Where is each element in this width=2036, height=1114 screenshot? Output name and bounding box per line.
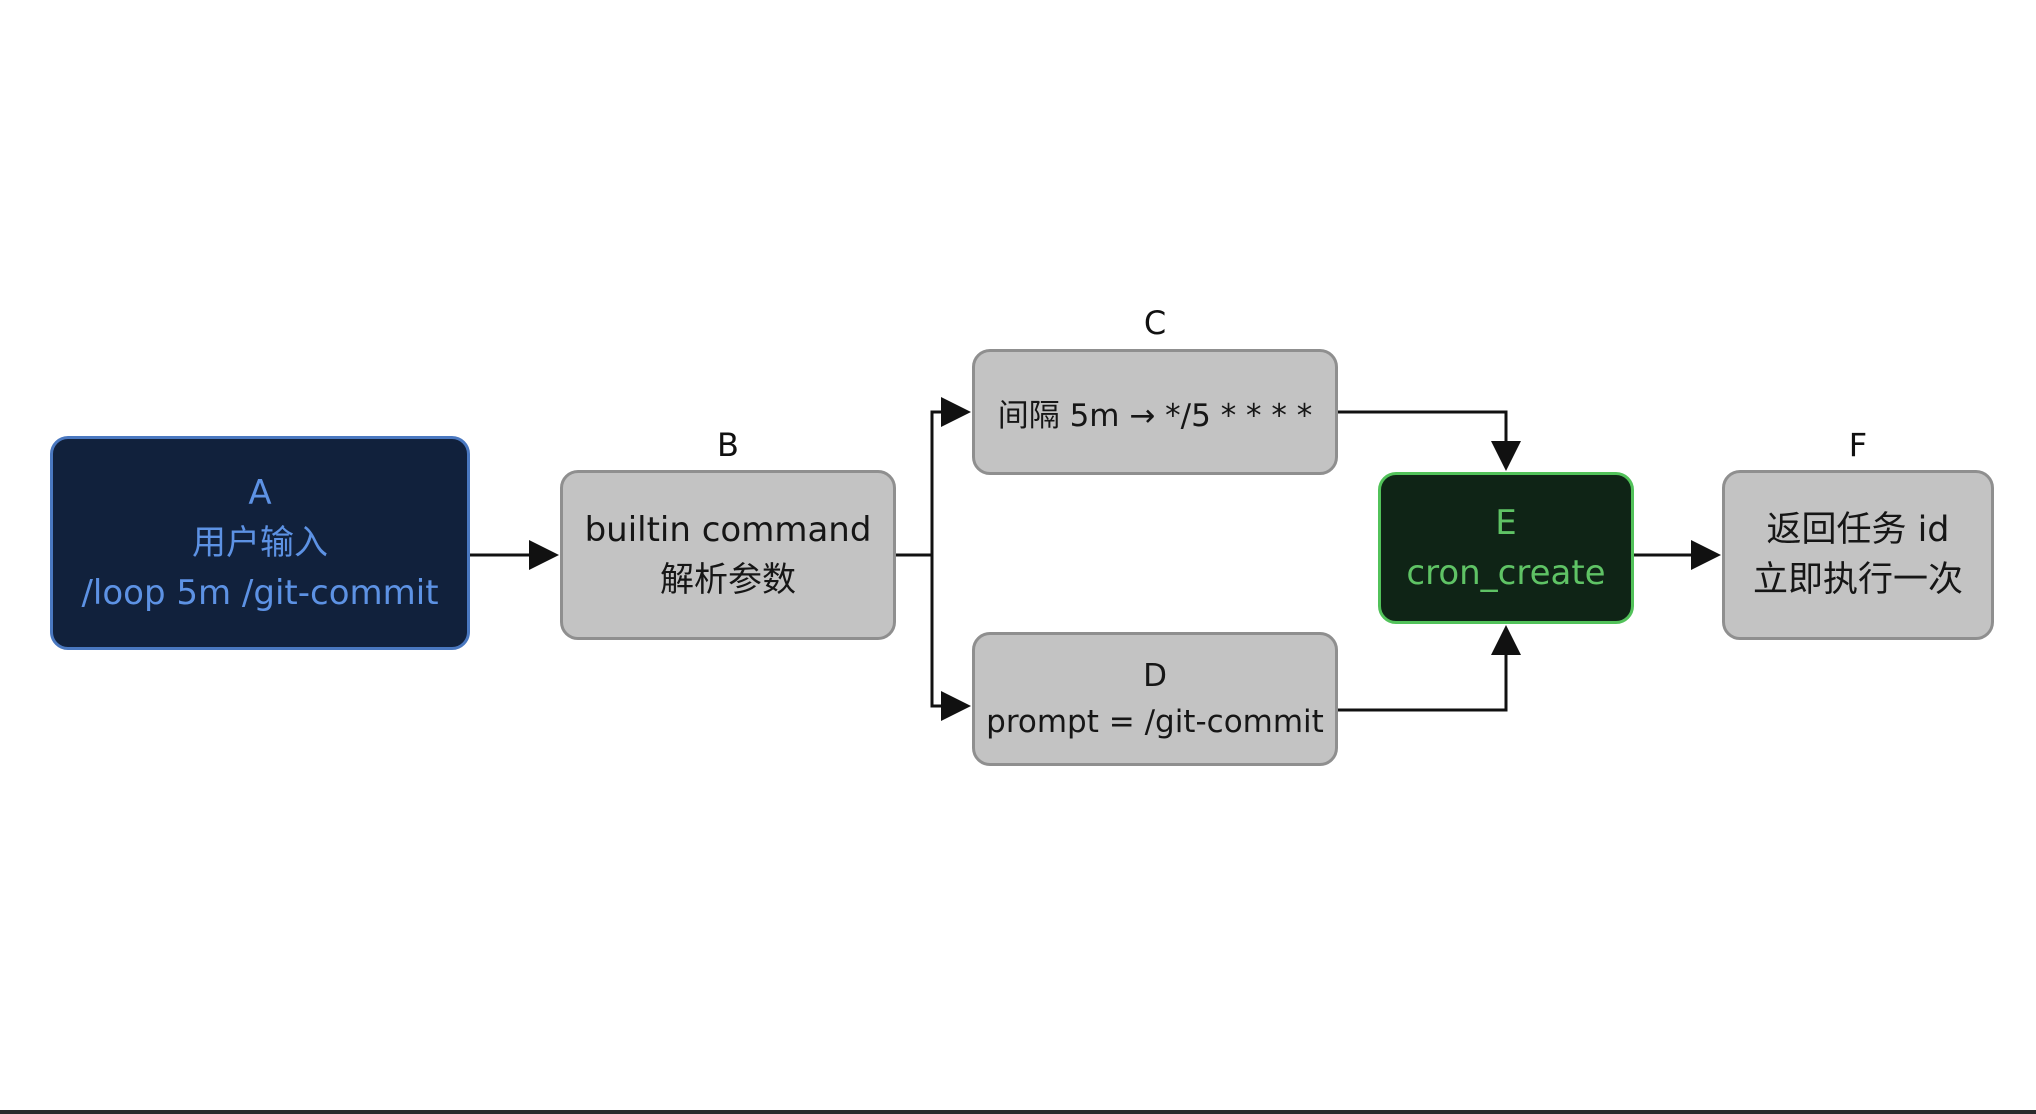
node-a-user-input[interactable]: A 用户输入 /loop 5m /git-commit [50,436,470,650]
edge-b-to-d [930,555,971,721]
node-c-interval[interactable]: 间隔 5m → */5 * * * * [972,349,1338,475]
edge-d-to-e [1338,625,1521,712]
node-c-line-1: 间隔 5m → */5 * * * * [997,397,1313,434]
node-b-parse-args[interactable]: builtin command 解析参数 [560,470,896,640]
node-a-line-1: A [248,473,272,513]
node-f-line-1: 返回任务 id [1766,510,1950,550]
node-a-line-3: /loop 5m /git-commit [81,573,439,613]
node-e-line-1: E [1495,503,1517,543]
node-e-line-2: cron_create [1406,553,1606,593]
node-e-cron-create[interactable]: E cron_create [1378,472,1634,624]
node-d-line-2: prompt = /git-commit [986,704,1324,740]
edge-c-to-e [1338,410,1521,471]
node-f-line-2: 立即执行一次 [1752,560,1963,600]
node-b-label: B [717,426,739,464]
node-d-prompt[interactable]: D prompt = /git-commit [972,632,1338,766]
edge-b-to-c [896,397,971,557]
node-b-line-1: builtin command [584,510,872,550]
bottom-divider [0,1110,2036,1114]
node-d-line-1: D [1143,658,1167,694]
node-b-line-2: 解析参数 [660,560,796,600]
node-f-label: F [1848,426,1868,464]
node-c-label: C [1143,304,1167,342]
node-a-line-2: 用户输入 [192,523,328,563]
node-f-return-task[interactable]: 返回任务 id 立即执行一次 [1722,470,1994,640]
